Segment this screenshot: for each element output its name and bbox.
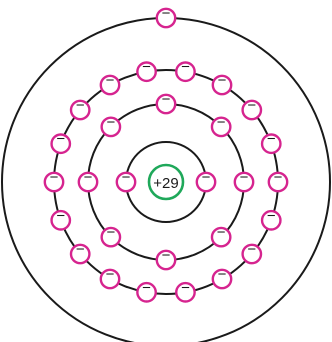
electron: − [212,224,230,246]
electron: − [79,169,97,191]
electron-minus-sign: − [267,131,276,148]
electron: − [197,169,215,191]
electron-minus-sign: − [217,114,226,131]
electron-minus-sign: − [84,169,93,186]
electron: − [235,169,253,191]
electron: − [102,224,120,246]
electron: − [157,5,175,27]
electrons: −−−−−−−−−−−−−−−−−−−−−−−−−−−−− [45,5,287,301]
electron: − [101,72,119,94]
electron-minus-sign: − [106,266,115,283]
electron: − [243,97,261,119]
electron: − [176,279,194,301]
electron-minus-sign: − [56,207,65,224]
electron: − [137,59,155,81]
electron-minus-sign: − [218,72,227,89]
nucleus-charge-label: +29 [153,175,178,192]
electron-minus-sign: − [181,279,190,296]
electron-minus-sign: − [142,279,151,296]
electron-minus-sign: − [56,131,65,148]
electron: − [137,279,155,301]
electron-minus-sign: − [247,97,256,114]
electron-minus-sign: − [274,169,283,186]
electron: − [102,114,120,136]
electron: − [117,169,135,191]
electron: − [262,207,280,229]
electron-minus-sign: − [247,241,256,258]
electron-minus-sign: − [50,169,59,186]
electron-minus-sign: − [217,224,226,241]
nucleus: +29 [149,165,183,199]
electron: − [71,97,89,119]
electron-minus-sign: − [162,247,171,264]
electron: − [213,266,231,288]
electron: − [45,169,63,191]
electron: − [269,169,287,191]
electron-minus-sign: − [162,5,171,22]
electron: − [157,91,175,113]
electron-minus-sign: − [122,169,131,186]
electron-minus-sign: − [106,114,115,131]
electron: − [52,131,70,153]
electron: − [157,247,175,269]
electron-minus-sign: − [142,59,151,76]
electron-minus-sign: − [267,207,276,224]
electron-minus-sign: − [240,169,249,186]
electron: − [213,72,231,94]
electron-minus-sign: − [76,241,85,258]
electron: − [176,59,194,81]
electron-minus-sign: − [218,266,227,283]
electron-minus-sign: − [181,59,190,76]
electron: − [262,131,280,153]
electron-minus-sign: − [162,91,171,108]
electron-minus-sign: − [106,224,115,241]
electron-minus-sign: − [202,169,211,186]
electron-minus-sign: − [106,72,115,89]
electron-minus-sign: − [76,97,85,114]
electron: − [52,207,70,229]
electron: − [212,114,230,136]
electron: − [101,266,119,288]
